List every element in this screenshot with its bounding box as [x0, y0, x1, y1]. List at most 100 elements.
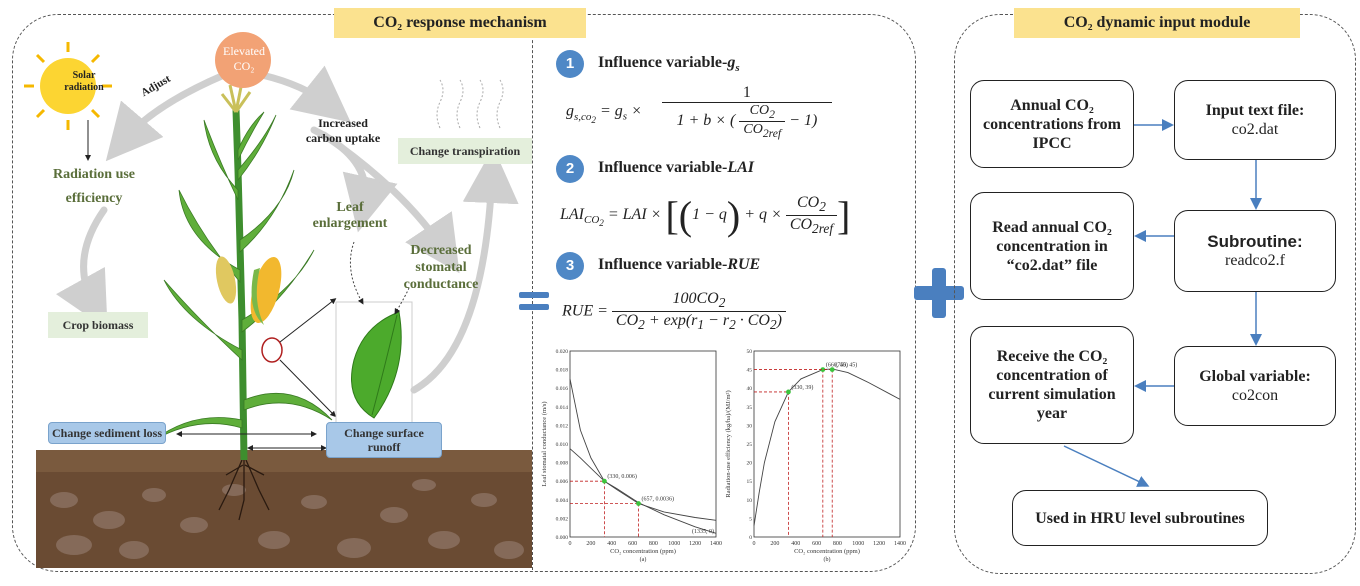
data-point [602, 478, 607, 484]
global-variable-value: co2con [1231, 387, 1279, 404]
leaf-enlargement-label: Leaf enlargement [312, 200, 388, 231]
input-module-banner: CO₂ dynamic input module [1014, 8, 1300, 38]
input-text-file-value: co2.dat [1231, 121, 1279, 138]
y-tick-label: 0.018 [556, 368, 569, 374]
chart-sublabel: (a) [640, 556, 647, 563]
read-co2-box: Read annual CO₂ concentration in “co2.da… [970, 192, 1134, 300]
elevated-co2-circle [215, 32, 271, 88]
y-tick-label: 15 [747, 479, 753, 485]
series-line [753, 368, 901, 526]
chart-sublabel: (b) [824, 556, 831, 563]
x-tick-label: 0 [753, 541, 756, 547]
x-tick-label: 1400 [894, 541, 906, 547]
influence-3-title: Influence variable-RUE [598, 256, 761, 273]
x-axis-label: CO₂ concentration (ppm) [610, 548, 676, 555]
zoom-circle [261, 337, 283, 363]
influence-2-badge: 2 [556, 155, 584, 183]
end-point-label: (1335, 0) [692, 528, 714, 535]
y-tick-label: 0.012 [556, 423, 569, 429]
response-mechanism-banner: CO₂ response mechanism [334, 8, 586, 38]
influence-1-title: Influence variable-gs [598, 54, 740, 75]
x-tick-label: 800 [833, 541, 842, 547]
plot-frame [753, 350, 901, 538]
global-variable-box: Global variable: co2con [1174, 346, 1336, 426]
leaf-inset-icon [351, 311, 402, 419]
x-tick-label: 1400 [710, 541, 722, 547]
leaf-vein [371, 314, 398, 416]
point-label: (330, 0.006) [607, 473, 637, 480]
sun-disc [40, 58, 96, 114]
leaf-dotted-arrow [349, 241, 364, 305]
input-text-file-title: Input text file: [1205, 102, 1305, 119]
soil-stones [50, 479, 524, 559]
point-label: (657, 0.0036) [642, 496, 675, 503]
y-tick-label: 0 [749, 535, 752, 541]
series-line [569, 378, 717, 521]
y-tick-label: 10 [747, 498, 753, 504]
y-tick-label: 0.016 [556, 386, 569, 392]
x-tick-label: 0 [569, 541, 572, 547]
influence-2-title: Influence variable-LAI [598, 159, 754, 176]
data-point [820, 367, 826, 372]
x-tick-label: 1200 [689, 541, 701, 547]
influence-1-badge: 1 [556, 50, 584, 78]
corn-stalk [232, 109, 248, 461]
used-in-hru-box: Used in HRU level subroutines [1012, 490, 1268, 546]
y-tick-label: 50 [747, 349, 753, 355]
radiation-use-efficiency-label: Radiation use efficiency [52, 167, 136, 206]
y-tick-label: 0.020 [556, 349, 569, 355]
receive-co2-box: Receive the CO₂ concentration of current… [970, 326, 1134, 444]
annual-co2-box: Annual CO₂ concentrations from IPCC [970, 80, 1134, 168]
crop-illustration [24, 32, 532, 568]
point-label: (330, 39) [791, 384, 813, 391]
subroutine-title: Subroutine: [1207, 232, 1303, 251]
equals-sign [519, 292, 549, 298]
x-tick-label: 600 [628, 541, 637, 547]
y-axis-label: Radiation-use efficiency (kg/ha)/(MJ/m²) [725, 390, 732, 497]
plot-frame [569, 350, 717, 538]
y-tick-label: 40 [747, 386, 753, 392]
y-tick-label: 0.000 [556, 535, 569, 541]
change-sediment-loss-label: Change sediment loss [48, 422, 166, 444]
corn-cobs [215, 256, 282, 325]
y-tick-label: 25 [747, 442, 753, 448]
data-point [786, 389, 791, 395]
subroutine-value: readco2.f [1225, 252, 1285, 269]
plus-sign-horizontal [914, 286, 964, 300]
y-tick-label: 45 [747, 368, 753, 374]
elevated-co2-label: Elevated CO₂ [223, 44, 265, 73]
x-tick-label: 200 [770, 541, 779, 547]
point-label: (660, 45) [826, 362, 848, 369]
data-point [636, 501, 641, 506]
data-point [829, 367, 835, 372]
x-tick-label: 1000 [668, 541, 680, 547]
y-axis-label: Leaf stomatal conductance (m/s) [541, 401, 548, 486]
x-tick-label: 1200 [873, 541, 885, 547]
global-variable-title: Global variable: [1199, 368, 1311, 385]
x-tick-label: 600 [812, 541, 821, 547]
x-tick-label: 800 [649, 541, 658, 547]
y-tick-label: 0.004 [556, 498, 569, 504]
zoom-line-bottom [279, 359, 337, 418]
x-tick-label: 400 [791, 541, 800, 547]
equals-sign-lower [519, 304, 549, 310]
y-tick-label: 0.014 [556, 405, 569, 411]
input-module-arrows [1063, 119, 1262, 487]
x-tick-label: 1000 [852, 541, 864, 547]
y-tick-label: 20 [747, 461, 753, 467]
stomata-dotted-arrow [394, 287, 410, 315]
x-tick-label: 400 [607, 541, 616, 547]
input-text-file-box: Input text file: co2.dat [1174, 80, 1336, 160]
increased-carbon-uptake-label: Increased carbon uptake [305, 116, 381, 145]
gray-flow-arrows [55, 65, 519, 394]
zoom-line-top [279, 298, 337, 343]
y-tick-label: 0.008 [556, 461, 569, 467]
subroutine-box: Subroutine: readco2.f [1174, 210, 1336, 292]
x-tick-label: 200 [586, 541, 595, 547]
change-surface-runoff-label: Change surface runoff [326, 422, 442, 458]
roots [218, 459, 270, 521]
